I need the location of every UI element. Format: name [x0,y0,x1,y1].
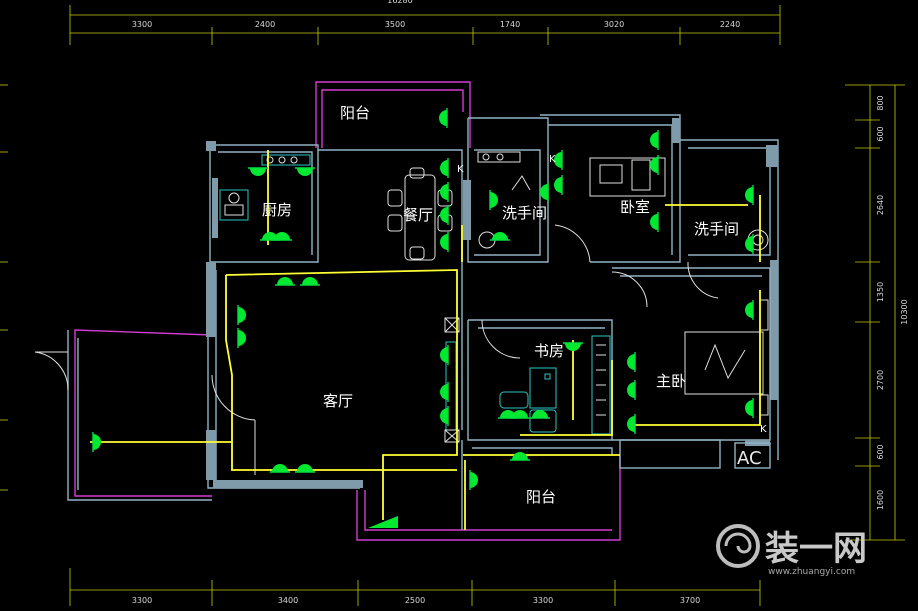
ceiling-lamp-icon [440,408,448,424]
ceiling-lamp-icon [274,232,290,240]
ceiling-lamp-icon [627,416,635,432]
ceiling-lamp-icon [440,347,448,363]
ceiling-lamp-icon [492,232,508,240]
ceiling-lamp-icon [650,157,658,173]
room-labels: 阳台 厨房 餐厅 洗手间 卧室 洗手间 书房 主卧 客厅 阳台 [262,104,739,506]
ceiling-lamp-icon [238,307,246,323]
switch-marker-k2: K [549,154,556,165]
switch-markers: K K K AC [457,154,767,469]
right-dimension-4: 1350 [876,282,885,302]
top-dimension-1: 3300 [132,20,152,29]
ceiling-lamp-icon [470,472,478,488]
ceiling-lamp-icon [238,330,246,346]
ceiling-lamp-icon [650,214,658,230]
ceiling-lamp-icon [565,343,581,351]
watermark-url: www.zhuangyi.com [768,567,855,577]
ceiling-lamp-icon [554,152,562,168]
ceiling-lamp-icon [745,236,753,252]
ceiling-lamp-icon [532,410,548,418]
ceiling-lamp-icon [627,354,635,370]
ceiling-lamp-icon [302,277,318,285]
ceiling-lamp-icon [272,464,288,472]
watermark: 装一网 www.zhuangyi.com [716,524,867,577]
right-dimension-7: 1600 [876,490,885,510]
furniture-details [34,151,769,475]
balcony-outlines [74,81,621,541]
bottom-dimension-4: 3300 [533,596,553,605]
switch-marker-k1: K [457,164,464,175]
ceiling-lamp-icon [650,132,658,148]
electrical-wiring [90,150,761,530]
bottom-dimension-3: 2500 [405,596,425,605]
left-axis-ticks [0,84,8,491]
right-overall-dimension: 10300 [900,299,909,324]
switch-marker-k3: K [760,424,767,435]
bottom-dimension-5: 3700 [680,596,700,605]
right-dimension-2: 600 [876,126,885,141]
bedroom-bed [589,157,666,197]
ceiling-lamp-icon [440,160,448,176]
floor-drain-icon [368,516,398,528]
room-label-balcony-bottom: 阳台 [526,488,556,506]
right-dimension-3: 2640 [876,195,885,215]
ceiling-lamp-icon [440,234,448,250]
room-label-washroom-2: 洗手间 [694,220,739,238]
ceiling-lamp-icon [440,384,448,400]
room-label-bedroom: 卧室 [620,198,650,216]
top-dimension-4: 1740 [500,20,520,29]
ceiling-lamp-icon [440,207,448,223]
ceiling-lamp-icon [500,410,516,418]
bottom-dimension-2: 3400 [278,596,298,605]
walls [67,114,779,530]
right-dimension-1: 800 [876,95,885,110]
bottom-dimension-1: 3300 [132,596,152,605]
ceiling-lamp-icon [297,168,313,176]
study-desk [529,367,557,409]
right-dimension-chain: 800 600 2640 1350 2700 600 1600 10300 [845,84,909,541]
ceiling-lamp-icon [627,382,635,398]
top-dimension-chain: 16280 3300 2400 3500 1740 3020 2240 [69,0,781,45]
ac-label: AC [737,448,762,469]
ceiling-lamp-icon [277,277,293,285]
room-label-living-room: 客厅 [323,392,353,410]
ceiling-lamp-icon [745,302,753,318]
lamp-layer [92,108,754,528]
ceiling-lamp-icon [540,184,548,200]
ceiling-lamp-icon [512,452,528,460]
ceiling-lamp-icon [439,110,447,126]
bottom-dimension-chain: 3300 3400 2500 3300 3700 [69,568,761,606]
room-label-washroom-1: 洗手间 [502,204,547,222]
ceiling-lamp-icon [440,184,448,200]
ceiling-lamp-icon [490,192,498,208]
study-bookshelf [591,335,611,435]
ceiling-lamp-icon [297,464,313,472]
room-label-master-bedroom: 主卧 [656,372,686,390]
dining-table [404,174,436,261]
ceiling-lamp-icon [554,177,562,193]
ceiling-lamp-icon [745,400,753,416]
right-dimension-5: 2700 [876,370,885,390]
ceiling-lamp-icon [93,434,101,450]
logo-swirl-icon [716,524,760,568]
master-bed [684,331,764,395]
ac-unit-box [734,442,771,469]
ceiling-lamp-icon [262,232,278,240]
ceiling-lamp-icon [745,187,753,203]
watermark-brand: 装一网 [765,529,867,569]
room-label-dining: 餐厅 [403,206,433,224]
top-dimension-6: 2240 [720,20,740,29]
right-dimension-6: 600 [876,444,885,459]
ceiling-lamp-icon [512,410,528,418]
ceiling-lamp-icon [250,168,266,176]
room-label-kitchen: 厨房 [262,201,292,219]
room-label-balcony-top: 阳台 [340,104,370,122]
top-dimension-2: 2400 [255,20,275,29]
room-label-study: 书房 [534,342,564,360]
top-dimension-5: 3020 [604,20,624,29]
top-dimension-3: 3500 [385,20,405,29]
top-overall-dimension: 16280 [387,0,412,5]
